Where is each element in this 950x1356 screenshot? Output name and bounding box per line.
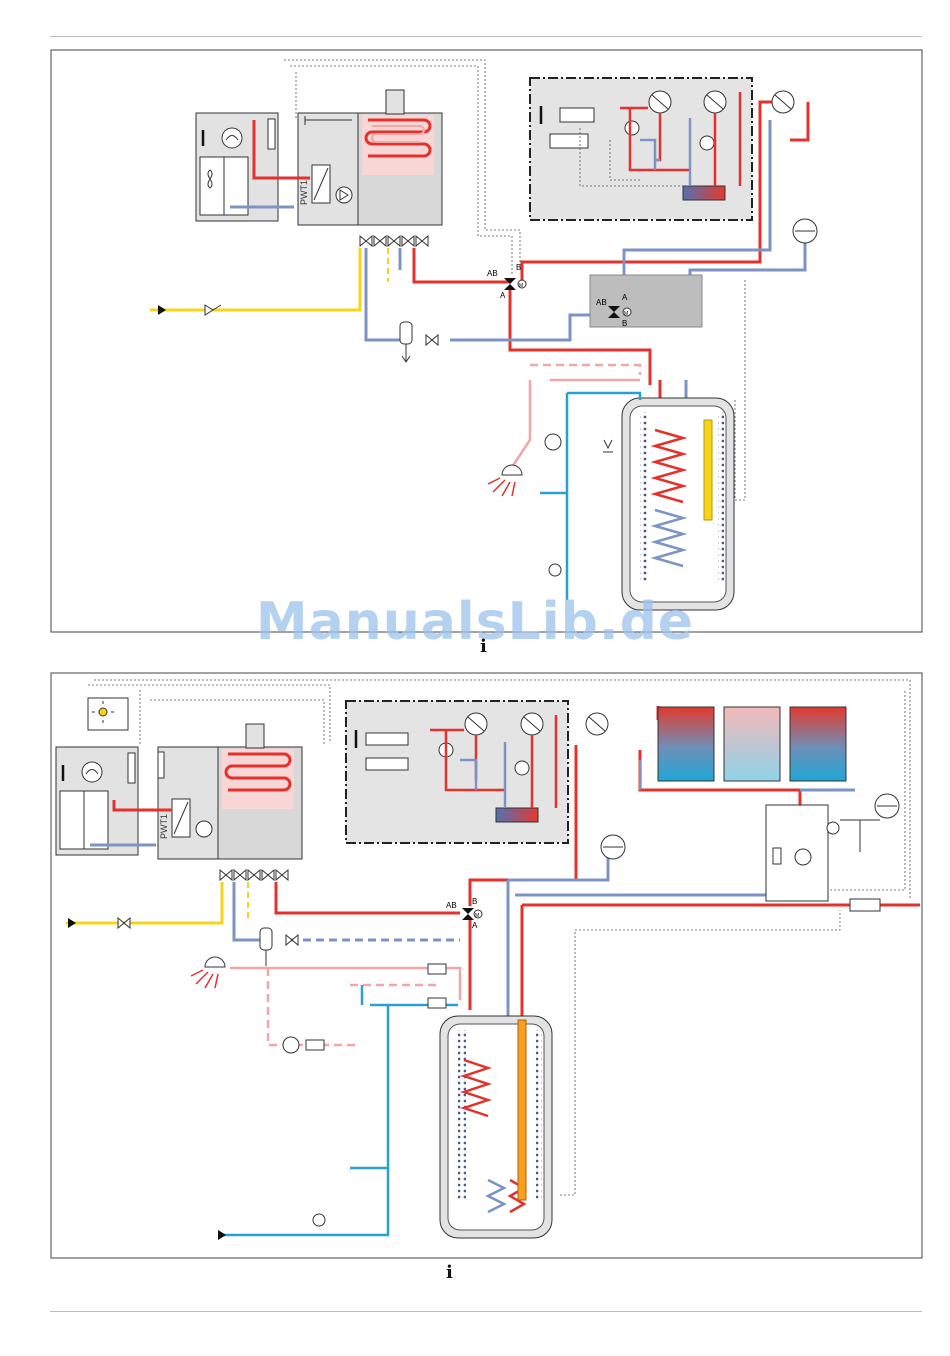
- valve-top-b-label: B: [516, 263, 521, 272]
- valve-2-b-label: B: [472, 897, 477, 906]
- circulation-pump-icon: [545, 434, 561, 450]
- sun-sensor: [88, 698, 128, 730]
- valve-mid-b-label: B: [622, 319, 627, 328]
- diverter-box: AB A B M: [590, 275, 702, 328]
- pwt-label: PWT1: [299, 180, 309, 205]
- info-icon: i: [480, 636, 487, 657]
- watermark: ManualsLib.de: [0, 592, 950, 652]
- valve-mid-ab-label: AB: [596, 298, 607, 307]
- valve-2-ab-label: AB: [446, 901, 457, 910]
- diagram-2: PWT1: [51, 673, 922, 1258]
- outdoor-unit-2: [56, 747, 138, 855]
- control-box-1: [530, 78, 752, 220]
- pump-icon: [336, 187, 352, 203]
- sun-icon: [99, 708, 107, 716]
- storage-tank-1: [622, 398, 734, 610]
- gauge-icon: [549, 564, 561, 576]
- valve-top-m-label: M: [519, 283, 523, 289]
- solar-collectors: [640, 707, 846, 790]
- valve-2-a-label: A: [472, 921, 478, 930]
- valve-mid-a-label: A: [622, 293, 628, 302]
- compressor-icon: [222, 128, 242, 148]
- control-box-2: [346, 701, 568, 843]
- valve-top-ab-label: AB: [487, 269, 498, 278]
- outdoor-unit: [196, 113, 278, 221]
- valve-mid-m-label: M: [624, 311, 628, 317]
- diagram-1: PWT1: [51, 50, 922, 632]
- storage-tank-2: [440, 1016, 552, 1238]
- pwt-label-2: PWT1: [159, 814, 169, 839]
- valve-top-a-label: A: [500, 291, 506, 300]
- info-icon: i: [446, 1262, 453, 1283]
- valve-2-m-label: M: [475, 913, 479, 919]
